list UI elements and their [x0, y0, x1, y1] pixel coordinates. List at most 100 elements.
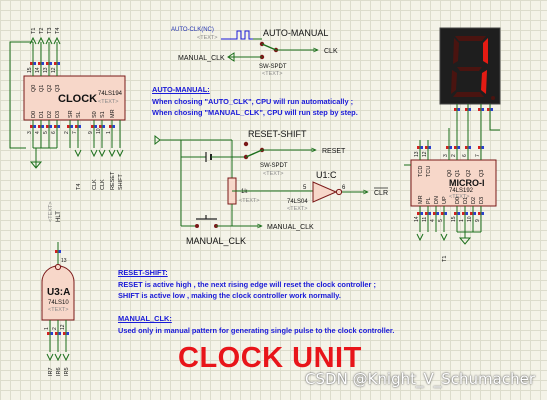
bus-arrow-icon: [54, 353, 62, 362]
clock-in-8-state-blue: [112, 125, 115, 128]
micro-out-1-state-blue: [428, 146, 431, 149]
power-icon: [154, 134, 161, 146]
nand-gate[interactable]: [41, 263, 75, 321]
note-auto-manual-line1: When chosing "AUTO_CLK", CPU will run au…: [152, 96, 354, 106]
clock-pin-num-2: 2: [64, 131, 70, 134]
micro-out-3-state-blue: [457, 146, 460, 149]
nand-in-1-state-blue: [58, 332, 61, 335]
micro-out-3-state-red: [454, 146, 457, 149]
clock-in-1-state-red: [38, 125, 41, 128]
micro-pin-d3: D3: [479, 197, 485, 204]
switch-reset-model: SW-SPDT: [260, 163, 288, 169]
nand-out-state-blue: [58, 250, 61, 253]
clock-input-label-reset: RESET: [110, 171, 116, 190]
clock-pin-q1: Q1: [39, 85, 45, 92]
micro-in-3-state-red: [441, 212, 444, 215]
bus-arrow-icon: [440, 233, 448, 242]
resistor-text-tag: <TEXT>: [239, 198, 259, 204]
bus-arrow-icon: [45, 36, 53, 45]
bus-arrow-icon: [37, 36, 45, 45]
clock-out-3-state-blue: [57, 62, 60, 65]
micro-pin-num-10: 10: [467, 216, 473, 222]
clock-pin-mr: MR: [110, 109, 116, 118]
micro-pin-pl: PL: [426, 197, 432, 204]
clock-in-8-state-red: [109, 125, 112, 128]
note-auto-manual-line2: When chosing "MANUAL_CLK", CPU will run …: [152, 108, 358, 117]
switch-auto-model: SW-SPDT: [259, 64, 287, 70]
micro-in-4-state-blue: [457, 212, 460, 215]
micro-out-5-state-red: [478, 146, 481, 149]
note-auto-manual-heading: AUTO-MANUAL:: [152, 85, 210, 94]
clock-chip-text-tag: <TEXT>: [98, 99, 118, 105]
micro-pin-dn: DN: [434, 196, 440, 204]
inverter-part: 74LS04: [287, 199, 308, 205]
clock-output-label: T3: [47, 28, 53, 34]
clock-input-label-clk: CLK: [92, 179, 98, 190]
nand-in-0-state-blue: [50, 332, 53, 335]
manual-wire-label: MANUAL_CLK: [267, 224, 314, 231]
micro-pin-num-14: 14: [414, 216, 420, 222]
nand-in-2-state-red: [63, 332, 66, 335]
display-pin-0-state-blue: [457, 108, 460, 111]
nand-in-1-state-red: [55, 332, 58, 335]
clock-in-6-state-blue: [94, 125, 97, 128]
bus-arrow-icon: [98, 149, 106, 158]
switch-reset-shift[interactable]: [243, 141, 265, 160]
micro-pin-num-7: 7: [475, 154, 481, 157]
auto-clock-text-tag: <TEXT>: [197, 35, 217, 41]
nand-pin-num-12: 12: [60, 324, 66, 330]
micro-out-0-state-blue: [420, 146, 423, 149]
micro-pin-num-12: 12: [422, 151, 428, 157]
display-pins: [454, 104, 493, 118]
switch-auto-manual[interactable]: [259, 41, 279, 60]
watermark: CSDN @Knight_V_Schumacher: [305, 370, 535, 388]
nand-pin-out-num: 13: [61, 258, 67, 264]
note-manual-clk-line1: Used only in manual pattern for generati…: [118, 325, 395, 335]
micro-pin-q2: Q2: [466, 170, 472, 177]
micro-pin-num-1: 1: [459, 219, 465, 222]
bus-arrow-icon: [74, 149, 82, 158]
clock-in-2-state-blue: [49, 125, 52, 128]
bus-arrow-icon: [62, 353, 70, 362]
manual-button-label: MANUAL_CLK: [186, 236, 246, 246]
micro-pin-num-4: 4: [430, 219, 436, 222]
micro-out-2-state-blue: [449, 146, 452, 149]
micro-chip[interactable]: MICRO-I 74LS192 <TEXT> TCD13TCU12Q03Q12Q…: [410, 151, 497, 222]
inverter-pin-out: 6: [342, 185, 346, 191]
clock-out-2-state-red: [46, 62, 49, 65]
micro-pin-up: UP: [442, 196, 448, 204]
display-pin-2-state-blue: [481, 108, 484, 111]
display-segment-a: [455, 36, 486, 41]
nand-pin-num-1: 1: [44, 327, 50, 330]
nand-top-label: HLT: [56, 211, 62, 222]
manual-pushbutton[interactable]: [195, 215, 218, 228]
micro-chip-text-tag: <TEXT>: [449, 194, 469, 200]
micro-pin-q3: Q3: [479, 170, 485, 177]
micro-display-wire: [489, 118, 500, 131]
clock-in-2-state-red: [46, 125, 49, 128]
auto-clock-label: AUTO-CLK(NC): [171, 27, 214, 33]
micro-pin-q0: Q0: [447, 170, 453, 177]
clock-in-5-state-red: [75, 125, 78, 128]
micro-out-2-state-red: [446, 146, 449, 149]
micro-pin-mr: MR: [418, 195, 424, 204]
clock-in-7-state-blue: [102, 125, 105, 128]
note-reset-shift-line1: RESET is active high , the next rising e…: [118, 279, 376, 289]
display-pin-2-state-red: [478, 108, 481, 111]
display-pin-0-state-red: [454, 108, 457, 111]
clock-out-2-state-blue: [49, 62, 52, 65]
clock-input-label-t4: T4: [76, 184, 82, 190]
nand-input-label-ir6: IR6: [56, 367, 62, 376]
micro-out-5-state-blue: [481, 146, 484, 149]
micro-in-2-state-red: [433, 212, 436, 215]
clock-pin-num-6: 6: [51, 131, 57, 134]
display-segment-f: [453, 38, 459, 64]
micro-in-7-state-blue: [481, 212, 484, 215]
inverter-gate[interactable]: [312, 181, 343, 203]
bus-arrow-icon: [53, 36, 61, 45]
clock-out-3-state-red: [54, 62, 57, 65]
